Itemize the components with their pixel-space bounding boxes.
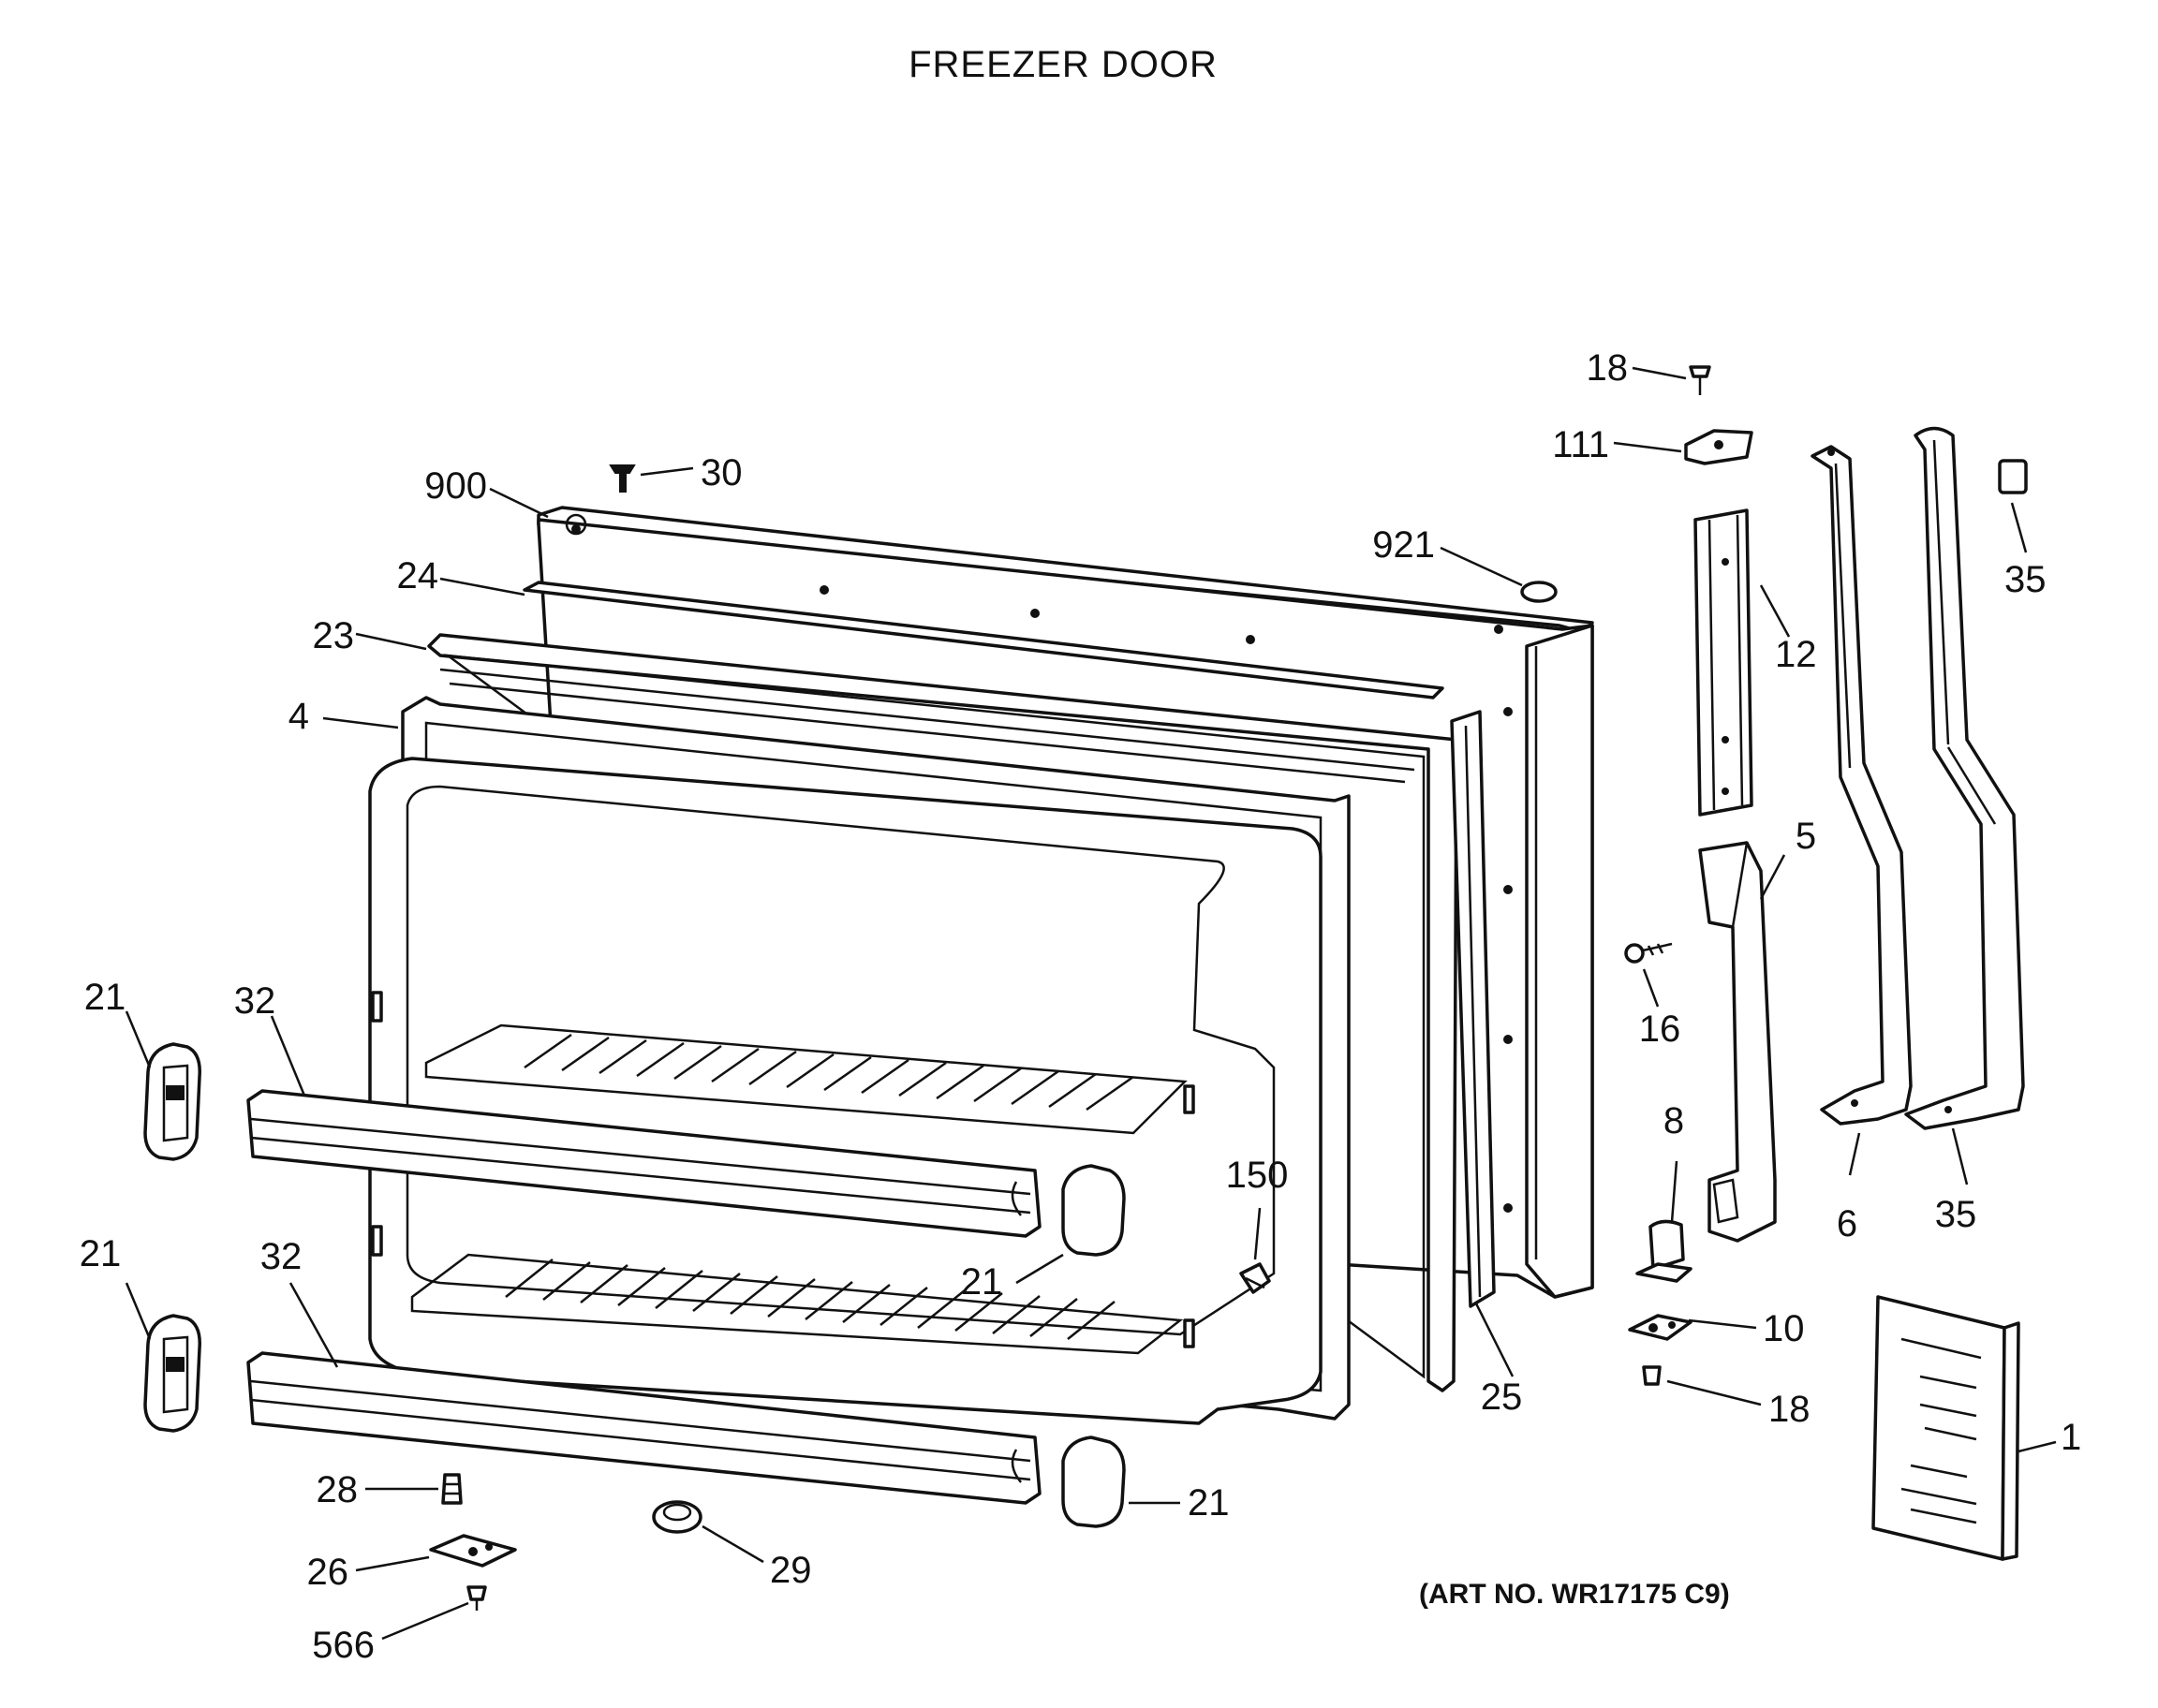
label-30: 30: [701, 452, 743, 493]
diagram-title: FREEZER DOOR: [909, 44, 1218, 85]
label-32-b: 32: [260, 1236, 303, 1277]
end-cap-upper-right: [1061, 1164, 1126, 1257]
label-900: 900: [424, 465, 487, 507]
label-1: 1: [2061, 1417, 2081, 1458]
screw-150-icon: [1239, 1262, 1271, 1294]
upper-shelf-bar: [246, 1089, 1042, 1238]
label-18-bottom: 18: [1768, 1389, 1811, 1430]
art-number: (ART NO. WR17175 C9): [1419, 1579, 1730, 1610]
label-566: 566: [312, 1625, 375, 1666]
label-26: 26: [307, 1552, 349, 1593]
label-6: 6: [1837, 1203, 1857, 1244]
plate-10-icon: [1628, 1314, 1692, 1341]
label-18-top: 18: [1587, 347, 1629, 389]
label-29: 29: [770, 1550, 812, 1591]
screw-30-icon: [609, 464, 636, 493]
screw-566-icon: [466, 1585, 487, 1611]
door-liner: [368, 757, 1323, 1425]
label-28: 28: [317, 1469, 359, 1510]
callout-labels: 18 111 30 900 921 24 23 4 12 35 5 16 21 …: [80, 347, 2082, 1666]
end-cap-upper-left: [143, 1042, 201, 1161]
label-35-top: 35: [2004, 559, 2047, 600]
label-16: 16: [1639, 1009, 1681, 1050]
label-21-b: 21: [961, 1261, 1003, 1303]
end-cap-lower-left: [143, 1314, 201, 1433]
lower-shelf-bar: [246, 1351, 1042, 1505]
handle-35: [1904, 426, 2025, 1130]
plate-26-icon: [429, 1534, 517, 1568]
label-8: 8: [1663, 1100, 1684, 1141]
label-32-a: 32: [234, 980, 276, 1022]
screw-16-icon: [1624, 942, 1673, 964]
breaker-strip: [1450, 710, 1496, 1308]
lower-shelf-ribs: [505, 1259, 1116, 1340]
label-35-bottom: 35: [1935, 1194, 1977, 1235]
screw-18-bottom-icon: [1642, 1365, 1662, 1386]
label-24: 24: [397, 555, 439, 596]
label-5: 5: [1796, 816, 1816, 857]
channel-12: [1693, 508, 1753, 817]
label-111: 111: [1552, 424, 1609, 465]
label-4: 4: [288, 696, 309, 737]
bolt-28-icon: [441, 1473, 463, 1505]
upper-shelf-ribs: [524, 1033, 1134, 1112]
label-23: 23: [313, 615, 355, 656]
label-10: 10: [1763, 1308, 1805, 1349]
label-21-c: 21: [80, 1233, 122, 1274]
label-25: 25: [1481, 1377, 1523, 1418]
owners-manual-1: [1871, 1295, 2020, 1561]
handle-cap-35: [1998, 459, 2028, 494]
hinge-bracket-111: [1684, 429, 1753, 465]
handle-bracket-5: [1698, 841, 1777, 1243]
label-150: 150: [1226, 1155, 1289, 1196]
label-12: 12: [1775, 634, 1817, 675]
screw-18-top-icon: [1689, 365, 1711, 395]
end-cap-lower-right: [1061, 1436, 1126, 1528]
label-921: 921: [1372, 524, 1435, 566]
plug-29-icon: [652, 1500, 702, 1534]
leader-lines: [125, 366, 2057, 1641]
label-21-d: 21: [1188, 1482, 1230, 1524]
plug-921-icon: [1520, 581, 1558, 603]
top-insulation-strip: [523, 581, 1444, 699]
bracket-8: [1635, 1219, 1692, 1283]
handle-6: [1811, 445, 1913, 1126]
label-21-a: 21: [84, 977, 126, 1018]
